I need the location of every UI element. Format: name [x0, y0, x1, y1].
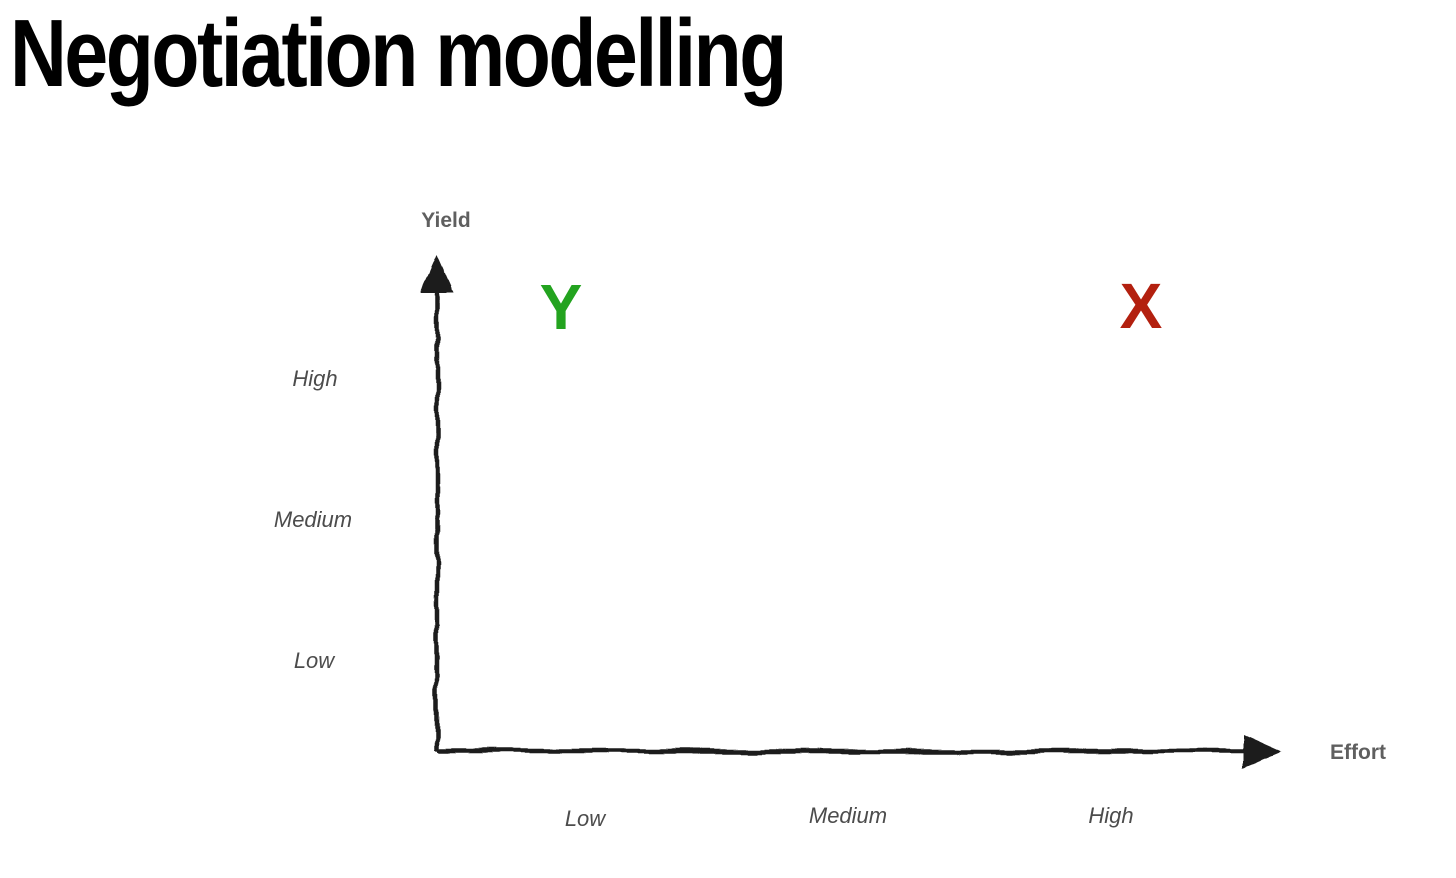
- page-title: Negotiation modelling: [10, 0, 787, 107]
- marker-y-high-yield-low-effort: Y: [539, 271, 583, 343]
- y-tick-low: Low: [293, 648, 335, 673]
- y-tick-medium: Medium: [273, 507, 353, 532]
- x-axis-arrowhead-icon: [1243, 734, 1283, 769]
- y-axis-arrowhead-icon: [420, 253, 454, 291]
- axes-group: [420, 253, 1283, 769]
- x-tick-high: High: [1088, 803, 1134, 828]
- x-tick-medium: Medium: [808, 803, 888, 828]
- y-tick-high: High: [292, 366, 338, 391]
- marker-x-high-yield-high-effort: X: [1119, 270, 1163, 342]
- y-axis-title: Yield: [421, 209, 471, 232]
- x-axis-title: Effort: [1330, 741, 1386, 764]
- x-tick-low: Low: [564, 806, 606, 831]
